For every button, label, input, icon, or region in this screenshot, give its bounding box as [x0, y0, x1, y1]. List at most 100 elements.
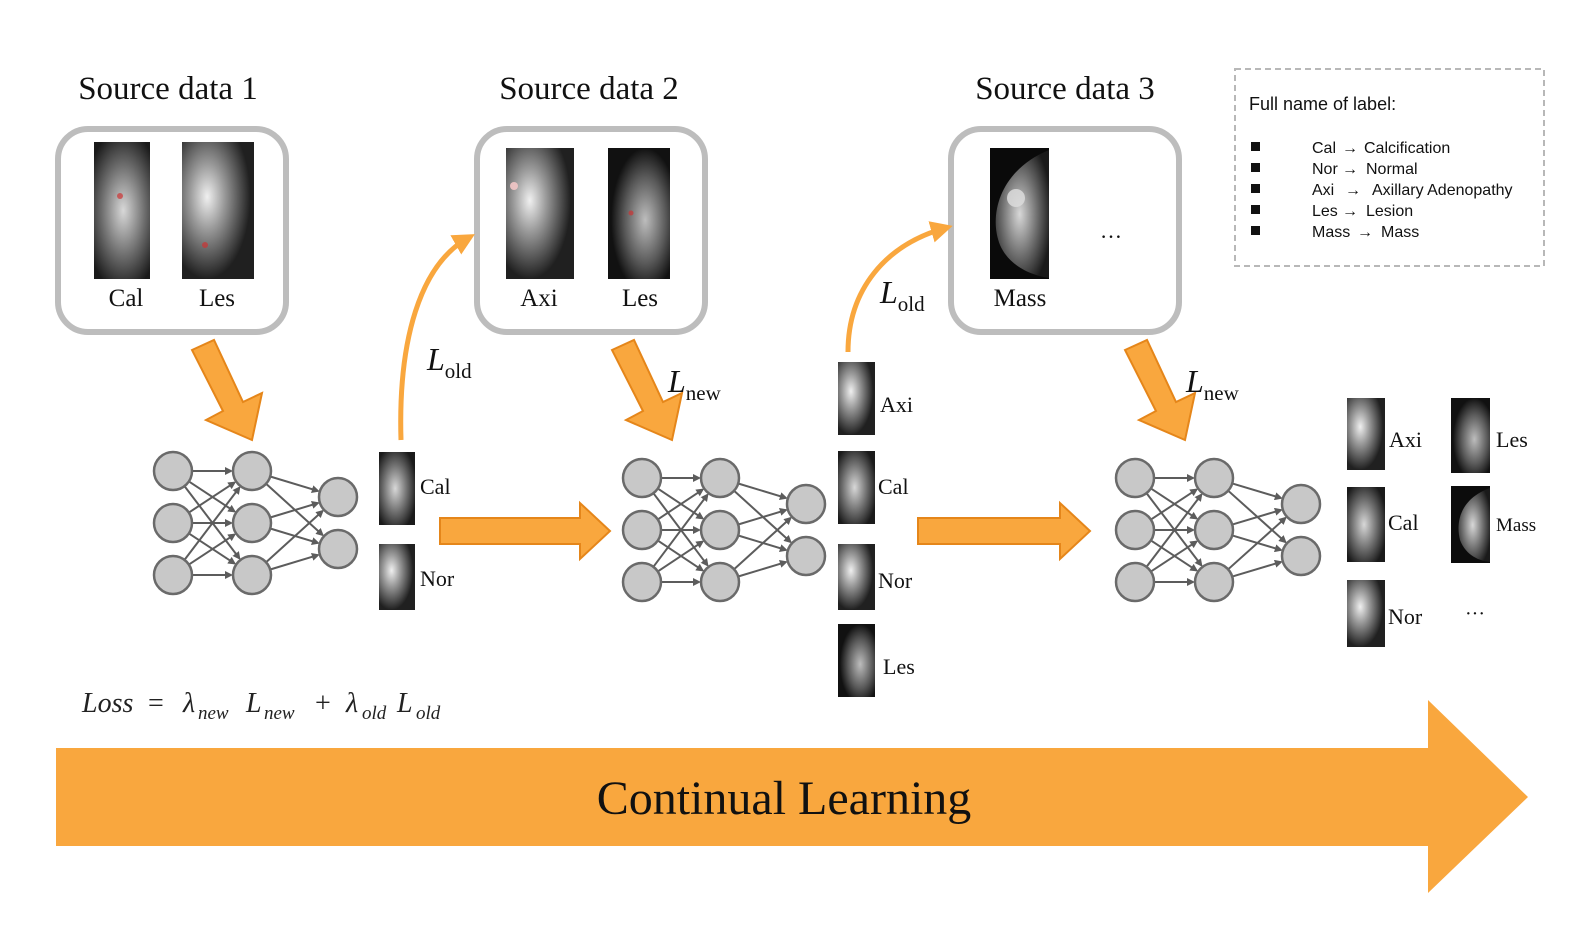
neural-network-3: [1114, 457, 1322, 603]
stage-1-title: Source data 1: [78, 71, 258, 107]
network-node: [1193, 561, 1235, 603]
sample-label: Axi: [520, 285, 558, 312]
legend-abbr: Les: [1312, 203, 1338, 220]
new-loss-label: Lnew: [1185, 363, 1240, 405]
formula-sub: old: [416, 703, 441, 724]
loss-formula: Loss = λ new L new + λ old L old: [81, 688, 441, 724]
output-thumbnail: [379, 452, 415, 525]
network-node: [699, 457, 741, 499]
legend-abbr: Cal: [1312, 140, 1336, 157]
formula-plus: +: [315, 688, 331, 719]
output-label: Cal: [1388, 510, 1419, 535]
output-thumbnail: [1347, 580, 1385, 647]
output-thumbnail: [1347, 398, 1385, 470]
network-edge: [737, 482, 788, 501]
output-label: Les: [1496, 427, 1528, 452]
network-node: [621, 561, 663, 603]
source-box-2: Axi Les: [474, 126, 708, 335]
formula-eq: =: [148, 688, 164, 719]
network-node: [621, 457, 663, 499]
network-edge: [188, 533, 237, 566]
output-label: Nor: [420, 566, 455, 591]
network-node: [1114, 509, 1156, 551]
ellipsis: …: [1100, 218, 1122, 243]
output-label: Mass: [1496, 515, 1536, 536]
neural-network-1: [152, 450, 359, 596]
output-label: Nor: [1388, 604, 1423, 629]
network-edge: [652, 493, 709, 568]
output-thumbnail: [838, 544, 875, 610]
output-thumbnail: [1451, 398, 1490, 473]
formula-lambda: λ: [345, 688, 358, 719]
stage-2-title: Source data 2: [499, 71, 679, 107]
network-edge: [657, 540, 705, 573]
formula-sub: new: [264, 703, 295, 724]
output-thumbnail: [838, 362, 875, 435]
source-box-3: … Mass: [948, 126, 1182, 335]
network-node: [317, 476, 359, 518]
network-edge: [737, 559, 788, 578]
sample-label: Mass: [994, 285, 1047, 312]
new-loss-label: Lnew: [667, 363, 722, 405]
network-edge: [269, 500, 320, 519]
network-node: [1193, 509, 1235, 551]
legend-title: Full name of label:: [1249, 94, 1396, 114]
formula-L: L: [396, 688, 413, 719]
old-loss-arrow-2: [845, 221, 953, 353]
output-thumbnail: [1347, 487, 1385, 562]
output-label: Axi: [1389, 427, 1422, 452]
output-thumbnail: [838, 451, 875, 524]
formula-lhs: Loss: [81, 688, 133, 719]
network-edge: [737, 507, 788, 526]
network-edge: [188, 481, 237, 514]
network-edge: [657, 488, 705, 521]
output-label: Axi: [880, 392, 913, 417]
network-edge: [265, 509, 324, 563]
network-edge: [1231, 482, 1283, 501]
ellipsis: ···: [1465, 603, 1485, 625]
continual-learning-banner: Continual Learning: [56, 700, 1528, 893]
legend-abbr: Nor: [1312, 161, 1338, 178]
sample-label: Cal: [109, 285, 144, 312]
network-node: [1280, 535, 1322, 577]
output-thumbnail: [379, 544, 415, 610]
network-edge: [1231, 507, 1283, 526]
network-edge: [1231, 559, 1283, 578]
legend-full: Lesion: [1366, 203, 1413, 220]
network-node: [785, 483, 827, 525]
legend-arrow: →: [1342, 161, 1358, 178]
mammogram-image: [608, 148, 670, 279]
output-label: Les: [883, 654, 915, 679]
data-flow-arrow-2: [610, 338, 684, 442]
mammogram-image: [182, 142, 254, 279]
legend-full: Normal: [1366, 161, 1418, 178]
network-node: [152, 502, 194, 544]
output-label: Cal: [420, 474, 451, 499]
output-label: Cal: [878, 474, 909, 499]
formula-sub: new: [198, 703, 229, 724]
neural-networks: [152, 450, 1322, 603]
old-loss-label: Lold: [879, 274, 925, 316]
legend-arrow: →: [1345, 182, 1361, 199]
legend-full: Calcification: [1364, 140, 1450, 157]
label-legend: Full name of label: Cal → Calcification …: [1234, 68, 1545, 267]
mammogram-image: [94, 142, 159, 279]
legend-abbr: Mass: [1312, 224, 1350, 241]
network-node: [152, 450, 194, 492]
network-edge: [1150, 488, 1199, 521]
network-edge: [269, 475, 320, 494]
banner-text: Continual Learning: [597, 772, 972, 825]
network-edge: [733, 516, 792, 570]
network-edge: [1227, 516, 1287, 571]
network-node: [1114, 561, 1156, 603]
network-edge: [269, 552, 320, 571]
source-box-1: Cal Les: [55, 126, 289, 335]
network-node: [785, 535, 827, 577]
network-node: [231, 554, 273, 596]
formula-lambda: λ: [182, 688, 195, 719]
network-node: [1193, 457, 1235, 499]
network-node: [699, 561, 741, 603]
legend-arrow: →: [1357, 224, 1373, 241]
legend-full: Axillary Adenopathy: [1372, 182, 1513, 199]
